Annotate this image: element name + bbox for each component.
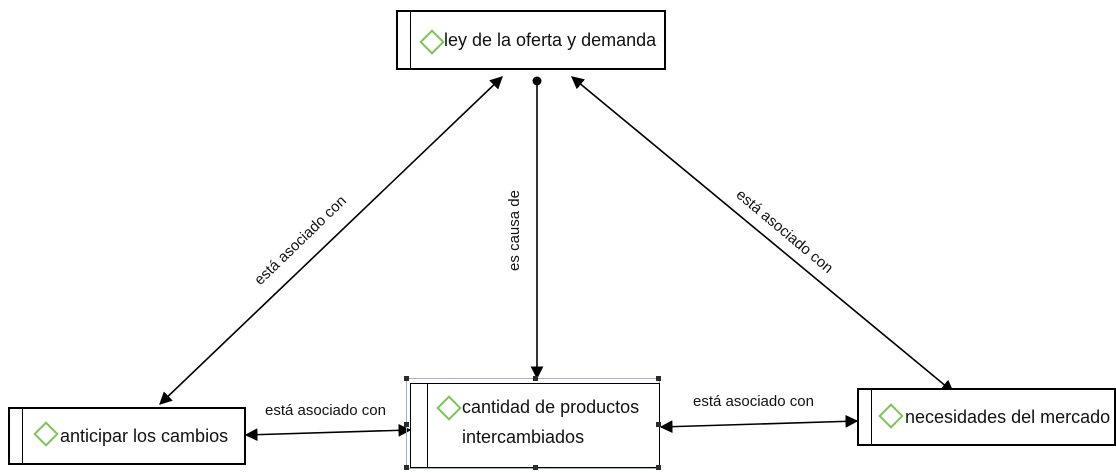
selection-handle[interactable] (533, 376, 538, 381)
diamond-icon (33, 421, 59, 447)
connector-ley-necesidades[interactable] (571, 76, 954, 393)
node-label: necesidades del mercado (905, 407, 1111, 427)
selection-handle[interactable] (533, 465, 538, 470)
node-side-bar (22, 409, 23, 463)
connector-anticipar-cantidad[interactable] (244, 423, 412, 442)
node-side-bar (427, 384, 428, 467)
selection-handle[interactable] (656, 422, 661, 427)
node-side-bar (410, 12, 411, 68)
node-cantidad-productos[interactable]: cantidad de productos intercambiados (410, 383, 660, 468)
selection-handle[interactable] (404, 465, 409, 470)
connector-cantidad-necesidades[interactable] (659, 414, 859, 434)
connector-ley-anticipar[interactable] (159, 76, 503, 405)
node-label: ley de la oferta y demanda (444, 30, 657, 50)
node-label-line2: intercambiados (462, 427, 585, 447)
diamond-icon (436, 395, 462, 421)
connector-origin-dot (532, 76, 542, 86)
selection-handle[interactable] (656, 465, 661, 470)
node-side-bar (871, 390, 872, 444)
edge-label-anticipar-cantidad: está asociado con (265, 402, 386, 419)
diamond-icon (878, 403, 904, 429)
diamond-icon (419, 29, 445, 55)
node-label-line1: cantidad de productos (462, 397, 640, 417)
node-necesidades-mercado[interactable]: necesidades del mercado (857, 388, 1116, 446)
node-anticipar-cambios[interactable]: anticipar los cambios (8, 407, 246, 465)
edge-label-cantidad-necesidades: está asociado con (693, 393, 814, 410)
edge-label-ley-cantidad: es causa de (505, 190, 523, 271)
node-label: anticipar los cambios (60, 426, 229, 446)
selection-handle[interactable] (404, 376, 409, 381)
node-ley-oferta-demanda[interactable]: ley de la oferta y demanda (396, 10, 666, 70)
selection-handle[interactable] (656, 376, 661, 381)
selection-handle[interactable] (404, 422, 409, 427)
